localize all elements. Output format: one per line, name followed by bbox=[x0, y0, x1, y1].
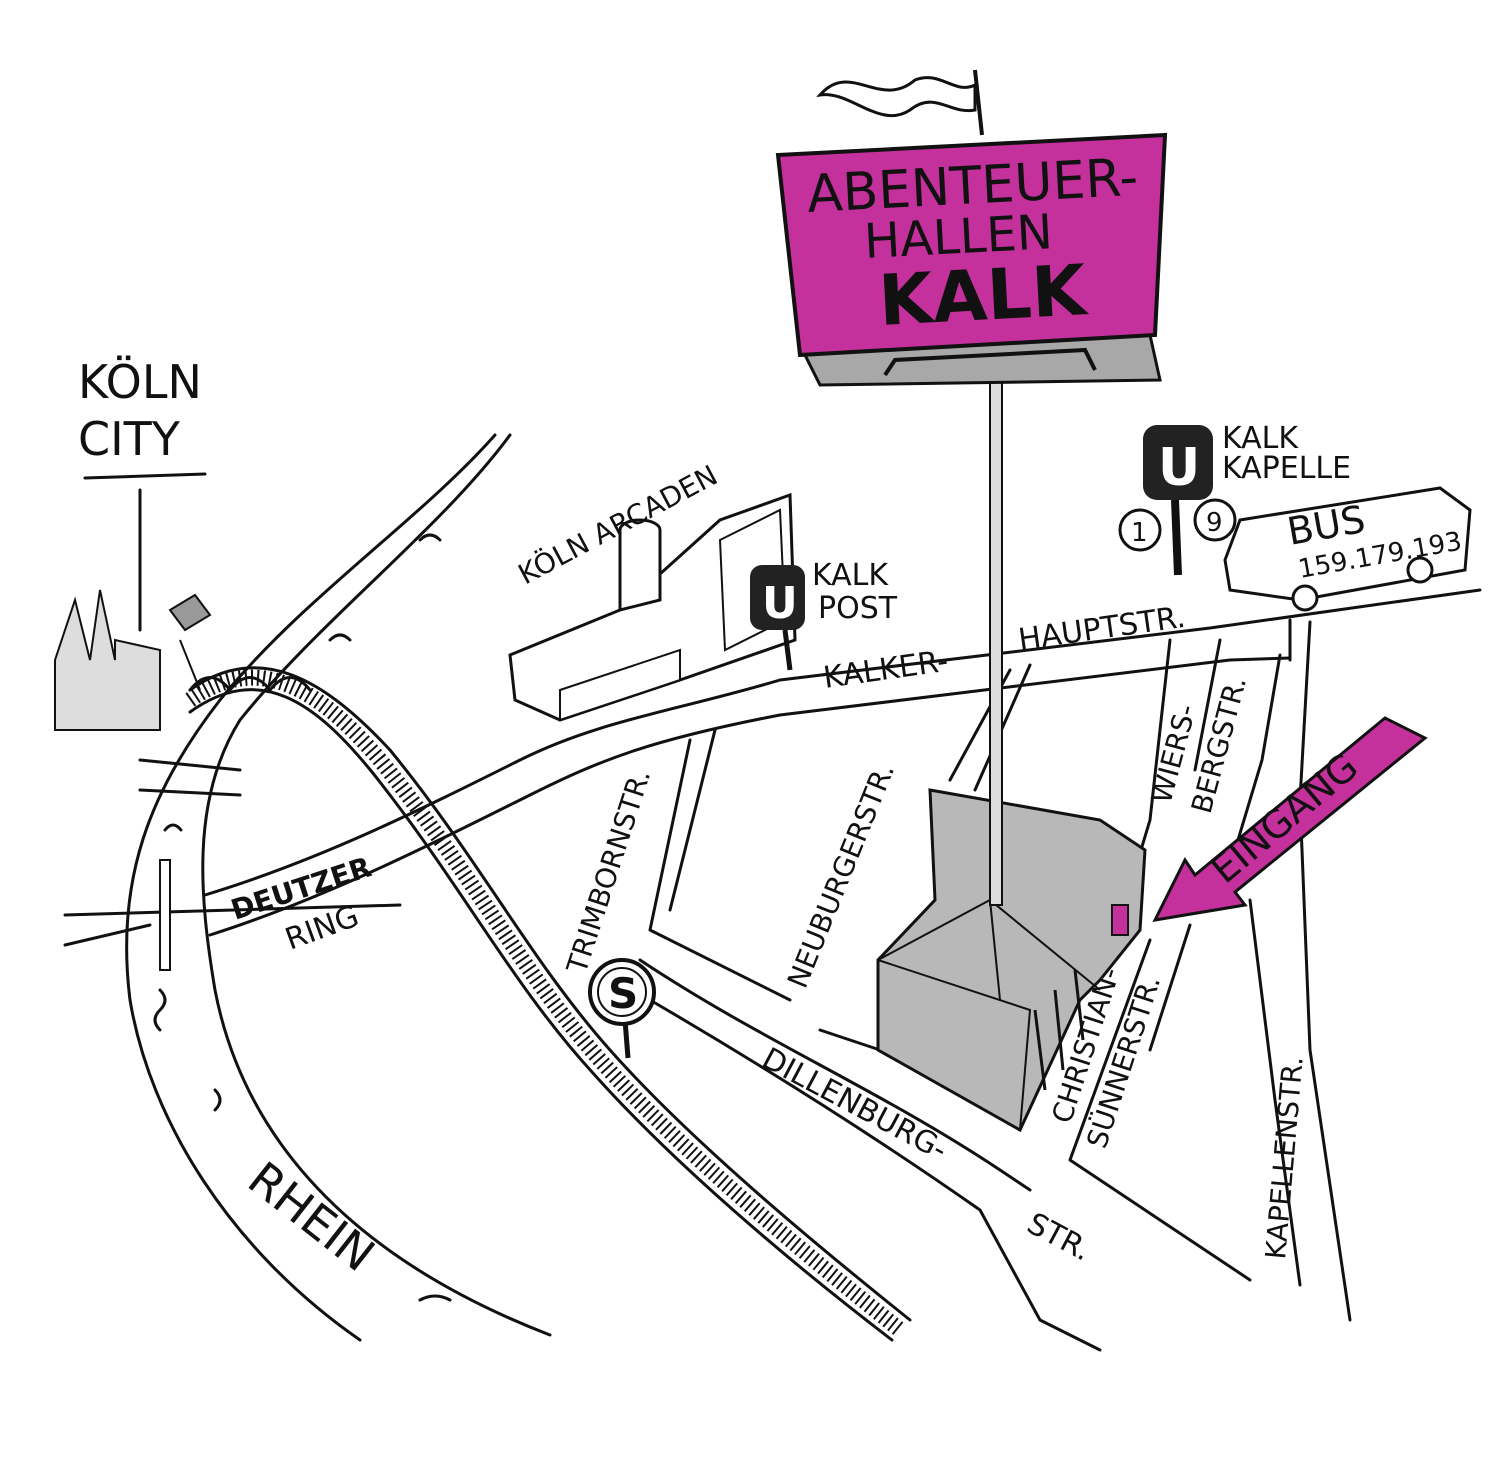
railway bbox=[185, 666, 912, 1342]
label-koeln: KÖLN bbox=[78, 355, 202, 409]
label-kalk-post-1: KALK bbox=[812, 558, 889, 593]
label-kalk-post-2: POST bbox=[818, 591, 898, 626]
u-bahn-kalk-post-sign: U bbox=[750, 565, 805, 671]
u-bahn-icon: U bbox=[1158, 438, 1200, 498]
u-bahn-kalk-kapelle-sign: U 1 9 bbox=[1118, 425, 1237, 576]
abenteuerhallen-building bbox=[876, 788, 1147, 1133]
label-kapellenstr: KAPELLENSTR. bbox=[1259, 1055, 1310, 1261]
bus-icon: BUS 159.179.193 bbox=[1223, 486, 1472, 612]
streets bbox=[203, 588, 1482, 1352]
sign-line-2: HALLEN bbox=[863, 204, 1054, 270]
label-hauptstr: HAUPTSTR. bbox=[1016, 600, 1187, 658]
label-trimbornstr: TRIMBORNSTR. bbox=[560, 765, 657, 978]
label-kalk-kapelle-1: KALK bbox=[1222, 421, 1299, 456]
label-city: CITY bbox=[78, 412, 181, 466]
cathedral-icon bbox=[54, 472, 312, 731]
u-bahn-icon: U bbox=[762, 578, 798, 629]
sign-pole bbox=[989, 359, 1003, 906]
label-kalk-kapelle-2: KAPELLE bbox=[1222, 451, 1351, 486]
tram-line-1: 1 bbox=[1131, 518, 1148, 548]
s-bahn-icon: S bbox=[608, 969, 638, 1018]
label-bergstr: BERGSTR. bbox=[1185, 673, 1253, 817]
s-bahn-sign: S bbox=[588, 958, 656, 1059]
bridge bbox=[63, 758, 402, 971]
koeln-arcaden-building bbox=[508, 492, 797, 722]
label-rhein: RHEIN bbox=[238, 1151, 384, 1282]
label-dillenburg-str: STR. bbox=[1021, 1206, 1096, 1268]
abenteuerhallen-sign: ABENTEUER- HALLEN KALK bbox=[775, 132, 1168, 387]
label-kalker: KALKER- bbox=[821, 644, 950, 696]
sign-line-3: KALK bbox=[877, 249, 1091, 342]
entrance-arrow[interactable]: EINGANG bbox=[1152, 716, 1428, 922]
flag-icon bbox=[816, 69, 984, 136]
tram-line-9: 9 bbox=[1206, 508, 1223, 538]
